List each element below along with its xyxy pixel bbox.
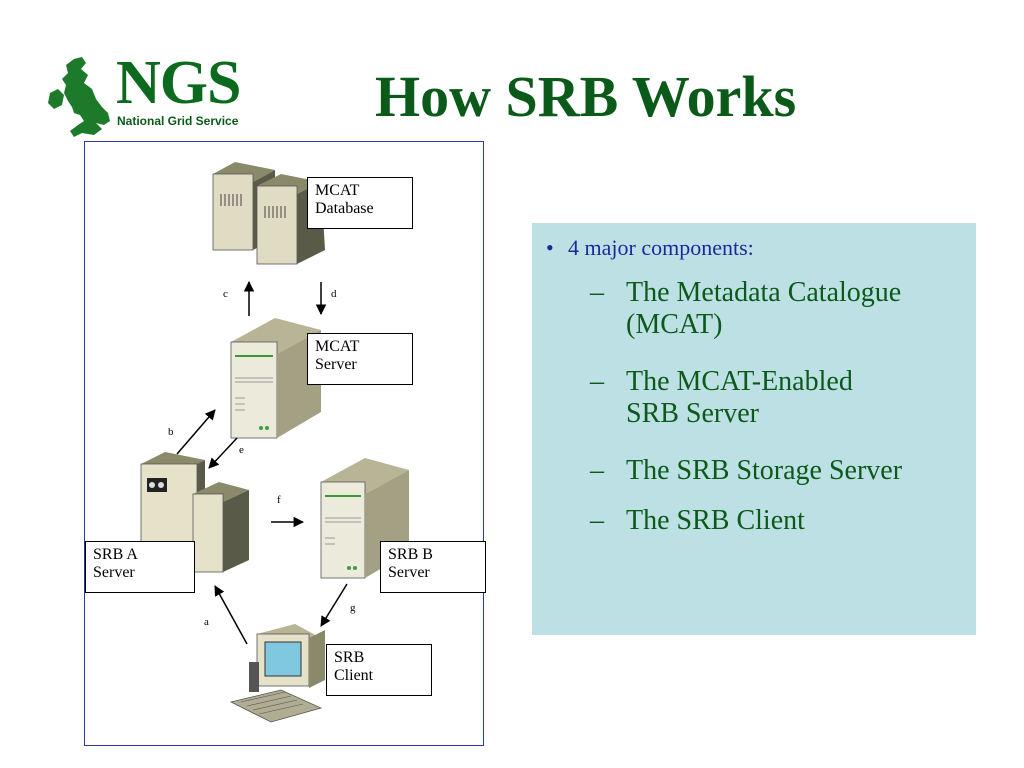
arrow-label-d: d [331, 288, 337, 300]
dash-icon: – [590, 455, 604, 486]
arrow-label-e: e [239, 444, 244, 456]
sub-item-client-text: The SRB Client [626, 505, 805, 536]
sub-item-mcat-line2: (MCAT) [626, 309, 723, 340]
label-srb-client-line2: Client [334, 667, 374, 684]
label-mcat-database: MCAT Database [307, 177, 413, 229]
sub-item-client: – The SRB Client [590, 505, 805, 537]
srb-architecture-diagram: c d b e f g a MCAT Database MCAT Server … [84, 141, 486, 746]
sub-item-storage-server-text: The SRB Storage Server [626, 455, 903, 486]
sub-item-mcat-enabled-line1: The MCAT-Enabled [626, 366, 853, 397]
srb-a-server-icon [140, 452, 249, 573]
page-title: How SRB Works [375, 64, 797, 129]
arrow-label-f: f [277, 494, 281, 506]
label-srb-a-server-line1: SRB A [93, 546, 138, 563]
diagram-drawing [140, 162, 409, 723]
label-srb-client: SRB Client [326, 644, 432, 696]
label-srb-client-line1: SRB [334, 649, 365, 666]
arrow-a [214, 585, 248, 645]
label-srb-b-server: SRB B Server [380, 541, 486, 593]
label-mcat-database-line1: MCAT [315, 182, 360, 199]
label-mcat-server-line2: Server [315, 356, 357, 373]
arrow-g [320, 583, 348, 627]
arrow-label-b: b [168, 426, 174, 438]
arrow-e [208, 437, 238, 469]
bullet-icon: • [546, 235, 554, 260]
label-mcat-database-line2: Database [315, 200, 374, 217]
label-mcat-server: MCAT Server [307, 333, 413, 385]
label-srb-b-server-line1: SRB B [388, 546, 433, 563]
label-srb-b-server-line2: Server [388, 564, 430, 581]
arrow-label-g: g [350, 602, 356, 614]
sub-item-mcat-enabled: – The MCAT-Enabled SRB Server [590, 366, 853, 430]
mcat-server-icon [230, 318, 321, 439]
bullet-main: • 4 major components: [546, 235, 754, 261]
sub-item-storage-server: – The SRB Storage Server [590, 455, 902, 487]
arrow-label-a: a [204, 616, 209, 628]
logo-text: NGS [116, 49, 241, 117]
sub-item-mcat: – The Metadata Catalogue (MCAT) [590, 277, 901, 341]
uk-map-logo-icon [48, 57, 110, 137]
label-srb-a-server-line2: Server [93, 564, 135, 581]
label-mcat-server-line1: MCAT [315, 338, 360, 355]
arrow-b [176, 409, 216, 455]
arrow-label-c: c [223, 288, 228, 300]
logo-subtitle: National Grid Service [117, 114, 239, 128]
dash-icon: – [590, 366, 604, 397]
dash-icon: – [590, 277, 604, 308]
bullet-main-text: 4 major components: [568, 235, 754, 260]
sub-item-mcat-line1: The Metadata Catalogue [626, 277, 902, 308]
label-srb-a-server: SRB A Server [85, 541, 195, 593]
srb-client-computer-icon [229, 624, 325, 723]
dash-icon: – [590, 505, 604, 536]
components-panel: • 4 major components: – The Metadata Cata… [532, 223, 976, 635]
sub-item-mcat-enabled-line2: SRB Server [626, 398, 759, 429]
